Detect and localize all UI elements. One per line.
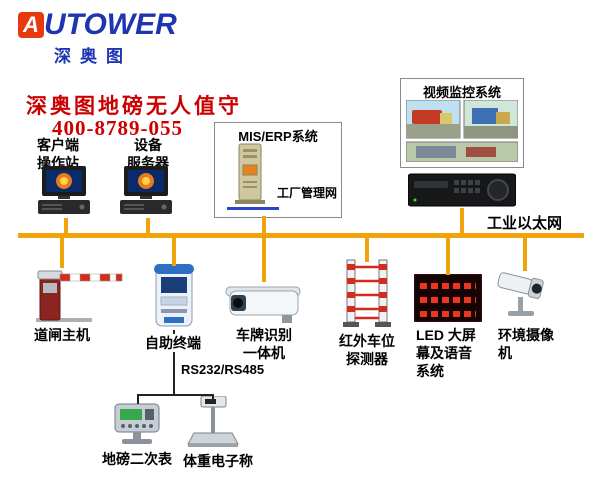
platform-scale-label: 体重电子称	[183, 453, 253, 469]
serial-line-vertical	[173, 330, 175, 396]
serial-line-horizontal	[137, 394, 214, 396]
serial-line-drop-right	[212, 394, 214, 404]
connector-line	[523, 238, 527, 271]
dvr-icon	[408, 173, 516, 207]
connector-line	[262, 216, 266, 233]
barrier-label: 道闸主机	[34, 327, 90, 343]
ethernet-bus-line	[18, 233, 584, 238]
ir-detector-label: 红外车位 探测器	[339, 333, 395, 368]
serial-label: RS232/RS485	[181, 362, 285, 379]
platform-scale-icon	[187, 396, 239, 447]
connector-line	[446, 238, 450, 275]
led-system-label: LED 大屏 幕及语音 系统	[416, 327, 476, 380]
mis-erp-title: MIS/ERP系统	[238, 129, 318, 144]
connector-line	[146, 218, 150, 233]
server-tower-icon	[235, 143, 265, 204]
brand-logo: A UTOWER 深奥图	[18, 8, 178, 67]
connector-line	[60, 238, 64, 268]
connector-line	[262, 238, 266, 282]
factory-net-label: 工厂管理网	[276, 186, 337, 200]
kiosk-icon	[154, 264, 194, 327]
connector-line	[365, 238, 369, 262]
cctv-camera-icon	[497, 272, 544, 316]
video-system-title: 视频监控系统	[422, 85, 501, 100]
mis-erp-box: MIS/ERP系统 工厂管理网	[214, 122, 342, 218]
serial-line-drop-left	[137, 394, 139, 404]
lpr-camera-icon	[225, 286, 301, 323]
connector-line	[172, 238, 176, 266]
logo-mark-icon: A	[18, 12, 44, 38]
connector-line	[460, 208, 464, 233]
env-camera-label: 环境摄像 机	[498, 327, 554, 362]
headline: 深奥图地磅无人值守	[26, 95, 242, 118]
led-screen-icon	[414, 274, 482, 322]
scale-indicator-icon	[114, 403, 160, 444]
ir-detector-icon	[343, 259, 391, 327]
lan-segment-line	[227, 207, 279, 210]
video-system-box: 视频监控系统	[400, 78, 524, 168]
client-station-pc-icon	[38, 166, 90, 214]
device-server-pc-icon	[120, 166, 172, 214]
kiosk-label: 自助终端	[140, 334, 206, 353]
logo-subtext: 深奥图	[54, 47, 132, 66]
barrier-gate-icon	[36, 270, 123, 322]
ethernet-bus-label: 工业以太网	[487, 215, 563, 232]
phone-number: 400-8789-055	[52, 116, 183, 140]
lpr-label: 车牌识别 一体机	[236, 327, 292, 362]
logo-text: UTOWER	[44, 8, 177, 41]
surveillance-thumbnails-icon	[406, 100, 518, 162]
connector-line	[64, 218, 68, 233]
scale-indicator-label: 地磅二次表	[102, 451, 172, 467]
